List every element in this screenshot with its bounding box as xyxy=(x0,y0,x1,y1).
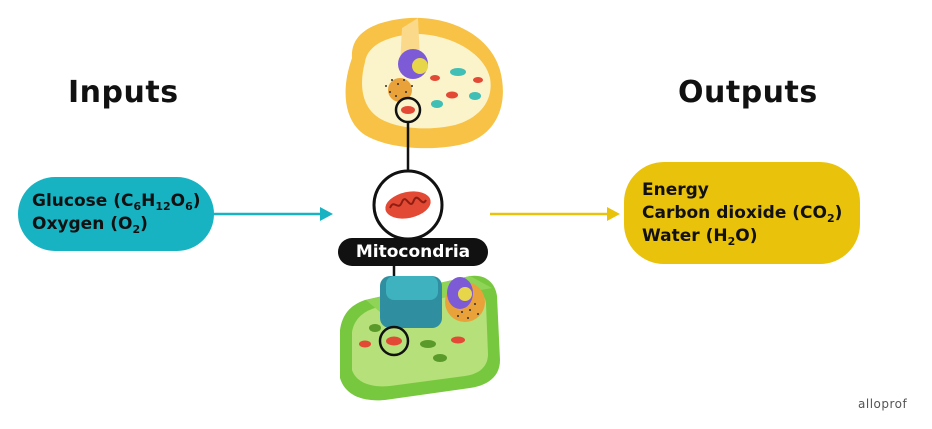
water-formula: Water (H2O) xyxy=(642,226,758,248)
output-arrow xyxy=(490,207,620,221)
energy-output: Energy xyxy=(642,180,709,200)
input-arrow xyxy=(212,207,333,221)
animal-cell-icon xyxy=(345,17,503,149)
oxygen-formula: Oxygen (O2) xyxy=(32,214,148,236)
mitochondrion-icon xyxy=(372,169,444,241)
carbon-dioxide-formula: Carbon dioxide (CO2) xyxy=(642,203,843,225)
inputs-box: Glucose (C6H12O6) Oxygen (O2) xyxy=(18,177,214,251)
outputs-heading: Outputs xyxy=(678,75,818,110)
glucose-formula: Glucose (C6H12O6) xyxy=(32,191,201,213)
plant-cell-icon xyxy=(340,275,500,401)
mitochondria-label: Mitocondria xyxy=(338,238,488,266)
inputs-heading: Inputs xyxy=(68,75,179,110)
alloprof-logo: alloprof xyxy=(858,397,908,411)
outputs-box: Energy Carbon dioxide (CO2) Water (H2O) xyxy=(624,162,860,264)
